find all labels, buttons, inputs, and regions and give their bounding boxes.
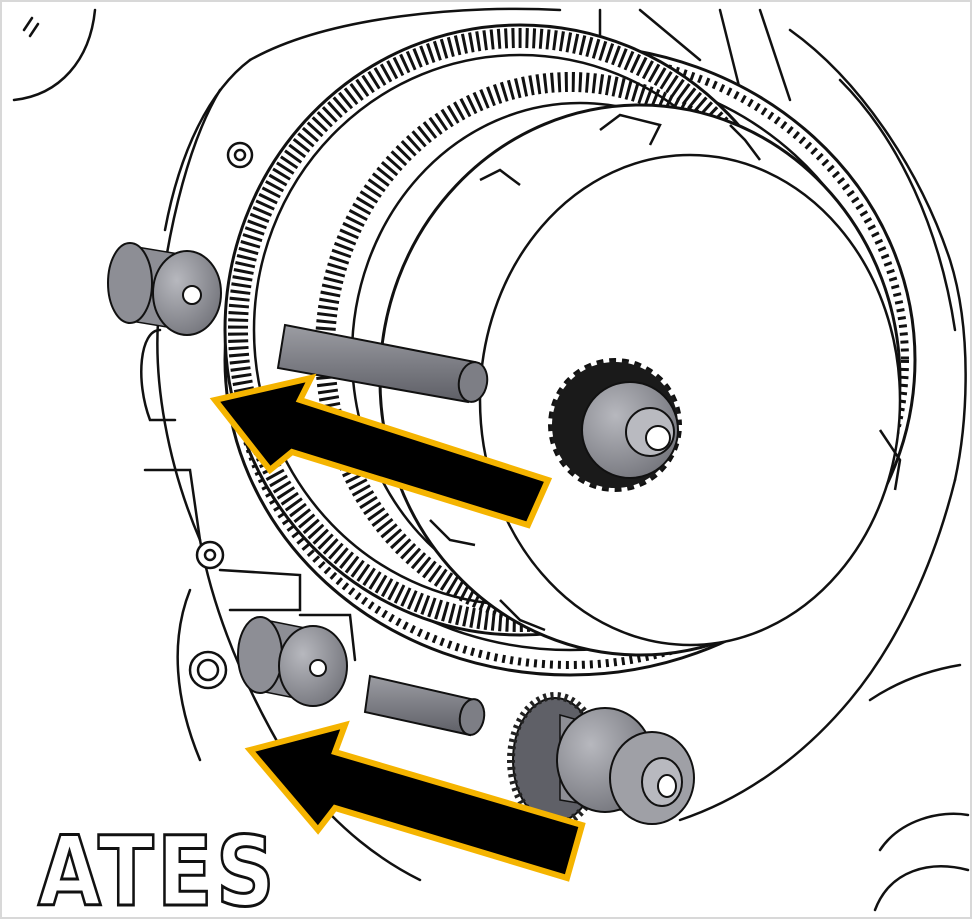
screw-icon	[188, 650, 228, 690]
lower-pin	[363, 674, 486, 737]
lower-spacer	[237, 616, 348, 707]
upper-pin	[276, 323, 489, 404]
upper-spacer	[107, 242, 222, 336]
lower-pinion-gear	[507, 692, 695, 828]
upper-insert-arrow	[209, 373, 553, 529]
screw-icon	[195, 540, 225, 570]
lower-insert-arrow	[244, 720, 586, 882]
housing-linework	[12, 7, 970, 912]
screw-icon	[226, 141, 254, 169]
ates-logo: ATES	[38, 816, 278, 919]
housing-screws	[188, 141, 254, 690]
center-pinion-gear	[546, 356, 684, 494]
